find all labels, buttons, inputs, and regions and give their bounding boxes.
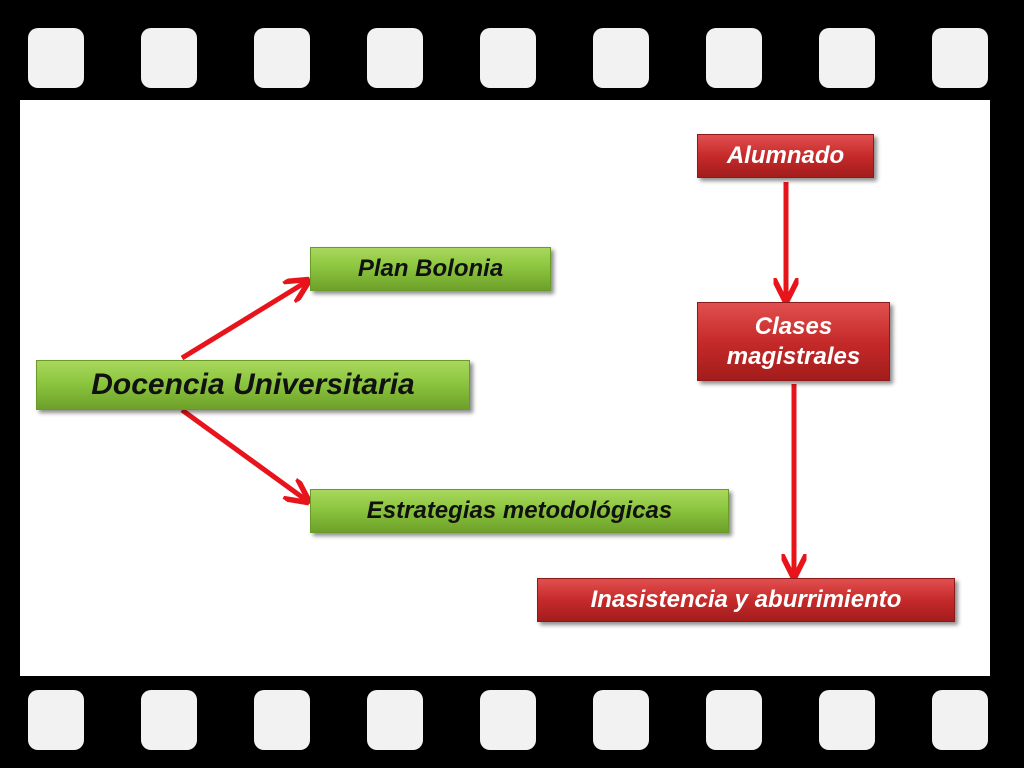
film-hole-bottom: [706, 690, 762, 750]
node-docencia-universitaria: Docencia Universitaria: [36, 360, 470, 410]
film-hole-top: [254, 28, 310, 88]
film-hole-top: [367, 28, 423, 88]
film-hole-top: [593, 28, 649, 88]
node-estrategias-label: Estrategias metodológicas: [366, 497, 673, 524]
node-clases-label-line1: Clases: [754, 312, 833, 340]
node-clases-magistrales: Clases magistrales: [697, 302, 890, 381]
film-hole-top: [932, 28, 988, 88]
arrow-docencia-to-plan-bolonia: [180, 282, 306, 361]
film-hole-top: [706, 28, 762, 88]
film-hole-bottom: [593, 690, 649, 750]
node-alumnado-label: Alumnado: [726, 142, 845, 169]
node-alumnado: Alumnado: [697, 134, 874, 178]
film-hole-top: [28, 28, 84, 88]
node-inasistencia-label: Inasistencia y aburrimiento: [590, 586, 902, 613]
node-clases-label-line2: magistrales: [726, 342, 861, 370]
film-hole-bottom: [367, 690, 423, 750]
film-hole-bottom: [480, 690, 536, 750]
film-hole-top: [819, 28, 875, 88]
film-hole-top: [141, 28, 197, 88]
node-estrategias-metodologicas: Estrategias metodológicas: [310, 489, 729, 533]
film-hole-bottom: [819, 690, 875, 750]
film-hole-bottom: [28, 690, 84, 750]
arrow-docencia-to-estrategias: [180, 407, 306, 500]
film-hole-bottom: [254, 690, 310, 750]
film-hole-bottom: [141, 690, 197, 750]
node-plan-bolonia: Plan Bolonia: [310, 247, 551, 291]
node-inasistencia-aburrimiento: Inasistencia y aburrimiento: [537, 578, 955, 622]
node-docencia-label: Docencia Universitaria: [91, 368, 415, 402]
film-hole-top: [480, 28, 536, 88]
node-plan-bolonia-label: Plan Bolonia: [357, 255, 504, 282]
film-hole-bottom: [932, 690, 988, 750]
